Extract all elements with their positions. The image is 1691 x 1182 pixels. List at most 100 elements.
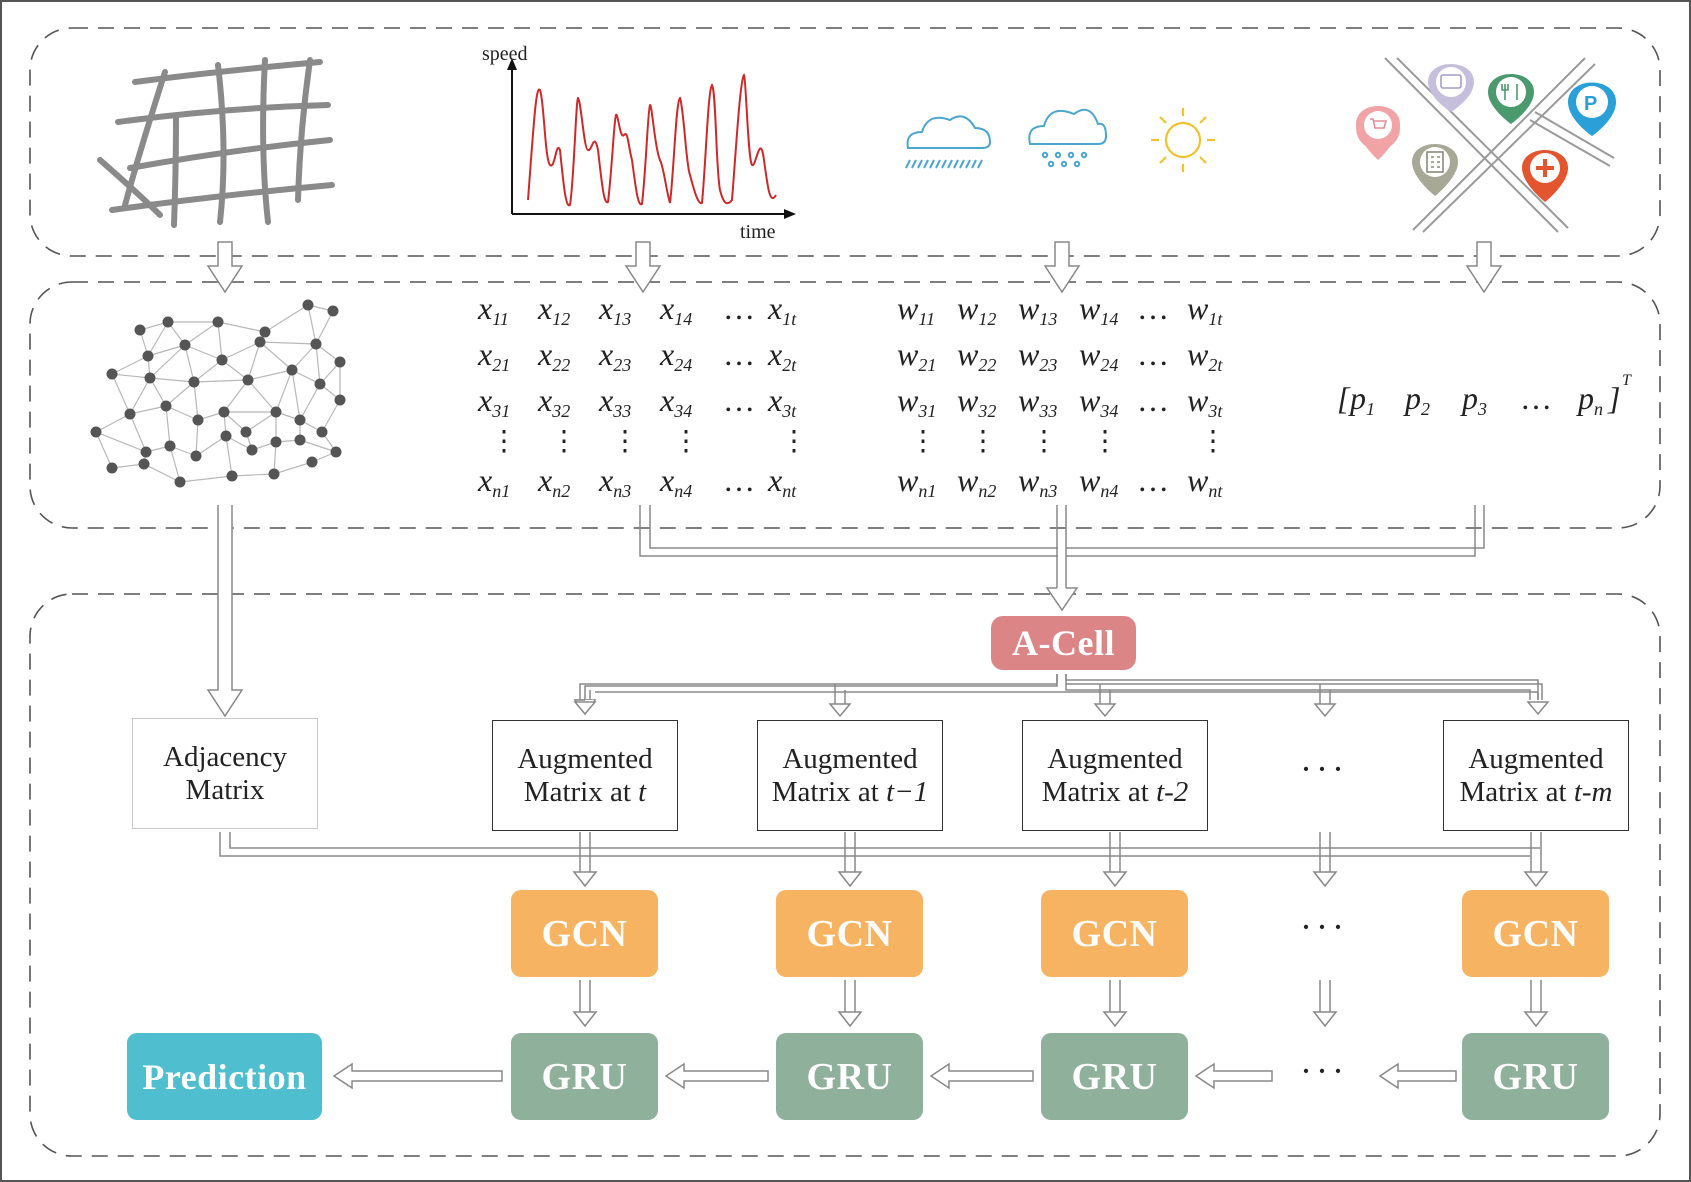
matrix-var: w [897, 462, 919, 498]
shopping-cart-pin-icon [1356, 106, 1401, 160]
matrix-var: w [1018, 290, 1040, 326]
augmented-matrix-t: Augmented Matrix at t [492, 720, 678, 831]
graph-edge [259, 341, 317, 345]
graph-edge [217, 321, 223, 361]
matrix-sub: 21 [918, 355, 937, 375]
graph-node [160, 400, 172, 412]
time-axis-label: time [740, 221, 776, 243]
augmented-time: t-m [1573, 775, 1613, 808]
graph-edge [259, 341, 293, 371]
matrix-sub: 31 [918, 401, 937, 421]
matrix-var: w [957, 336, 979, 372]
graph-node [334, 394, 346, 406]
graph-edge [165, 405, 171, 447]
vector-cell: pn [1578, 380, 1603, 420]
graph-node [268, 468, 280, 480]
matrix-var: w [1187, 382, 1209, 418]
matrix-cell: x34 [660, 382, 692, 422]
graph-edge [111, 373, 151, 379]
bracket-open: [ [1337, 380, 1350, 416]
augmented-line1: Augmented [517, 743, 653, 776]
matrix-sub: 11 [492, 309, 509, 329]
poi-map-icon: P [1356, 57, 1616, 233]
gru-block-t-2: GRU [1041, 1033, 1188, 1120]
graph-edge [247, 341, 261, 381]
gru-label: GRU [541, 1055, 628, 1098]
matrix-sub: 11 [918, 309, 936, 329]
matrix-sub: 24 [1100, 355, 1119, 375]
matrix-cell: … [723, 382, 755, 418]
augmented-line1: Augmented [782, 743, 918, 776]
matrix-sub: 3t [782, 401, 797, 421]
matrix-cell: w14 [1079, 290, 1118, 330]
gcn-label: GCN [1492, 912, 1579, 955]
matrix-cell: w34 [1079, 382, 1118, 422]
matrix-sub: n4 [674, 481, 693, 501]
graph-edge [315, 310, 334, 345]
matrix-var: x [599, 290, 614, 326]
matrix-cell: w32 [957, 382, 996, 422]
graph-edge [95, 431, 147, 453]
graph-edge [247, 369, 293, 381]
graph-edge [147, 321, 169, 357]
matrix-cell: x2t [768, 336, 796, 376]
matrix-sub: 22 [552, 355, 571, 375]
augmented-line1: Augmented [1468, 743, 1604, 776]
gru-ellipsis: ··· [1300, 1051, 1348, 1091]
matrix-sub: n4 [1100, 481, 1119, 501]
graph-node [226, 470, 238, 482]
graph-edge [179, 475, 233, 483]
graph-node [259, 326, 271, 338]
graph-node [306, 456, 318, 468]
gcn-block-t-2: GCN [1041, 890, 1188, 977]
matrix-var: w [1079, 336, 1101, 372]
matrix-cell: … [1137, 462, 1169, 498]
augmented-ellipsis: ··· [1300, 749, 1348, 789]
matrix-sub: nt [782, 481, 797, 501]
graph-node [334, 356, 346, 368]
augmented-time: t-2 [1156, 775, 1189, 808]
graph-edge [195, 435, 227, 457]
matrix-var: x [538, 382, 553, 418]
matrix-sub: n1 [918, 481, 937, 501]
matrix-var: x [660, 336, 675, 372]
gru-block-t-m: GRU [1462, 1033, 1609, 1120]
augmented-line1: Augmented [1047, 743, 1183, 776]
matrix-var: x [538, 336, 553, 372]
matrix-cell: w24 [1079, 336, 1118, 376]
matrix-var: x [768, 382, 783, 418]
augmented-line2: Matrix at [1041, 775, 1157, 808]
matrix-cell: w31 [897, 382, 936, 422]
matrix-sub: 14 [1100, 309, 1119, 329]
matrix-sub: 23 [1039, 355, 1058, 375]
matrix-var: w [1187, 290, 1209, 326]
augmented-line2: Matrix at [1459, 775, 1574, 808]
matrix-panel [29, 281, 1661, 529]
graph-edge [299, 439, 337, 453]
matrix-var: x [768, 462, 783, 498]
matrix-var: x [478, 462, 493, 498]
a-cell-label: A-Cell [1012, 623, 1115, 663]
matrix-cell: x22 [538, 336, 570, 376]
graph-node [240, 426, 252, 438]
matrix-sub: 1t [1208, 309, 1223, 329]
graph-edge [291, 369, 301, 421]
graph-edge [221, 341, 261, 361]
graph-edge [184, 321, 219, 346]
matrix-sub: n3 [613, 481, 632, 501]
speed-axis-label: speed [482, 43, 528, 65]
adjacency-label-line2: Matrix [185, 773, 265, 806]
graph-node [138, 458, 150, 470]
vertical-ellipsis: ⋮ [672, 426, 700, 457]
matrix-sub: n3 [1039, 481, 1058, 501]
graph-node [314, 378, 326, 390]
matrix-var: x [768, 290, 783, 326]
matrix-cell: wnt [1187, 462, 1222, 502]
prediction-block: Prediction [127, 1033, 322, 1120]
matrix-cell: w22 [957, 336, 996, 376]
matrix-sub: 2t [1208, 355, 1223, 375]
hollow-down-arrows-top [206, 241, 1503, 294]
vector-cell: p2 [1405, 380, 1430, 420]
